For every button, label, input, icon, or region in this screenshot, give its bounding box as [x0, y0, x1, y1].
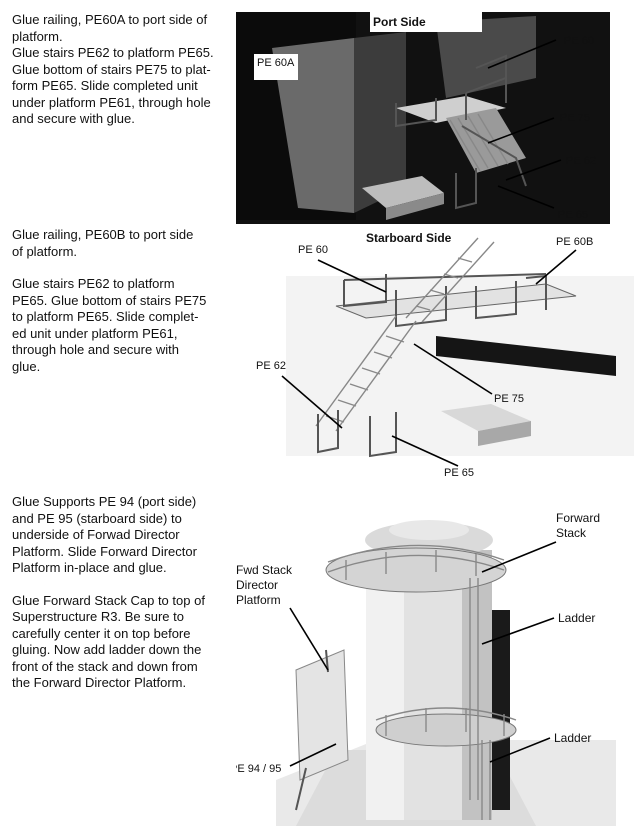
label-pe75: PE 75 [560, 112, 590, 124]
step1-line: form PE65. Slide completed unit [12, 78, 198, 93]
label-pe60: PE 60 [564, 35, 594, 47]
forward-stack-figure: Forward Stack Fwd Stack Director Platfor… [236, 511, 616, 826]
step3-line: underside of Forwad Director [12, 527, 180, 542]
lower-platform [375, 713, 517, 747]
port-side-figure: Port Side PE 60A PE 60 PE 75 PE 62 PE 65 [236, 12, 610, 224]
step1-instructions: Glue railing, PE60A to port side of plat… [12, 12, 247, 128]
step1-line: under platform PE61, through hole [12, 94, 211, 110]
label-pe65: PE 65 [444, 467, 474, 479]
step3-instructions: Glue Supports PE 94 (port side) and PE 9… [12, 494, 252, 692]
step3-line: Glue Supports PE 94 (port side) [12, 494, 197, 509]
label-fwd-director-2: Director [236, 578, 278, 592]
step3-line: Platform in-place and glue. [12, 560, 167, 575]
step1-line: Glue stairs PE62 to platform PE65. [12, 45, 214, 60]
label-pe60a: PE 60A [257, 57, 295, 69]
step3-line: Platform. Slide Forward Director [12, 543, 197, 559]
support-pe94-95 [295, 649, 349, 781]
deck-shadow [436, 336, 616, 376]
platform-pe65 [396, 96, 506, 123]
label-pe62: PE 62 [256, 360, 286, 372]
label-ladder-top: Ladder [558, 611, 595, 625]
deck-block [441, 404, 531, 431]
label-ladder-bottom: Ladder [554, 731, 591, 745]
label-pe94-95: PE 94 / 95 [236, 763, 281, 775]
step2-line: PE65. Glue bottom of stairs PE75 [12, 292, 207, 308]
hull-wall [272, 38, 354, 213]
label-fwd-director: Fwd Stack [236, 563, 293, 577]
deck-block [362, 176, 444, 208]
step1-line: Glue bottom of stairs PE75 to plat- [12, 61, 211, 77]
step2-line: through hole and secure with [12, 342, 179, 357]
label-forward-stack-2: Stack [556, 526, 587, 540]
step2-line: of platform. [12, 243, 78, 259]
figure-title: Starboard Side [366, 231, 452, 245]
step1-line: and secure with glue. [12, 111, 135, 126]
label-pe65: PE 65 [558, 209, 588, 221]
step2-line: Glue railing, PE60B to port side [12, 227, 194, 242]
step3-line: carefully center it on top before [12, 625, 191, 641]
pe60a-label-box [254, 54, 298, 80]
lower-ladder [481, 740, 491, 820]
step3-line: Glue Forward Stack Cap to top of [12, 592, 205, 608]
figure-title: Port Side [373, 15, 426, 29]
step2-line: Glue stairs PE62 to platform [12, 276, 175, 291]
step3-line: front of the stack and down from [12, 658, 198, 674]
label-pe62: PE 62 [566, 155, 596, 167]
label-pe75: PE 75 [494, 393, 524, 405]
step3-line: the Forward Director Platform. [12, 675, 187, 690]
label-forward-stack: Forward [556, 511, 600, 525]
step2-line: to platform PE65. Slide complet- [12, 309, 199, 324]
step3-line: gluing. Now add ladder down the [12, 642, 202, 657]
step3-line: and PE 95 (starboard side) to [12, 510, 182, 526]
label-pe60: PE 60 [298, 244, 328, 256]
stack-ladder [469, 578, 479, 800]
step1-line: Glue railing, PE60A to port side of [12, 12, 208, 27]
step2-line: ed unit under platform PE61, [12, 325, 178, 341]
step1-line: platform. [12, 28, 63, 44]
title-box [370, 12, 482, 32]
starboard-side-figure: Starboard Side PE 60 PE 60B PE 62 PE 75 … [256, 231, 634, 479]
step3-line: Superstructure R3. Be sure to [12, 609, 184, 624]
step2-line: glue. [12, 358, 41, 374]
label-fwd-director-3: Platform [236, 593, 281, 607]
label-pe60b: PE 60B [556, 236, 593, 248]
step2-instructions: Glue railing, PE60B to port side of plat… [12, 227, 247, 375]
